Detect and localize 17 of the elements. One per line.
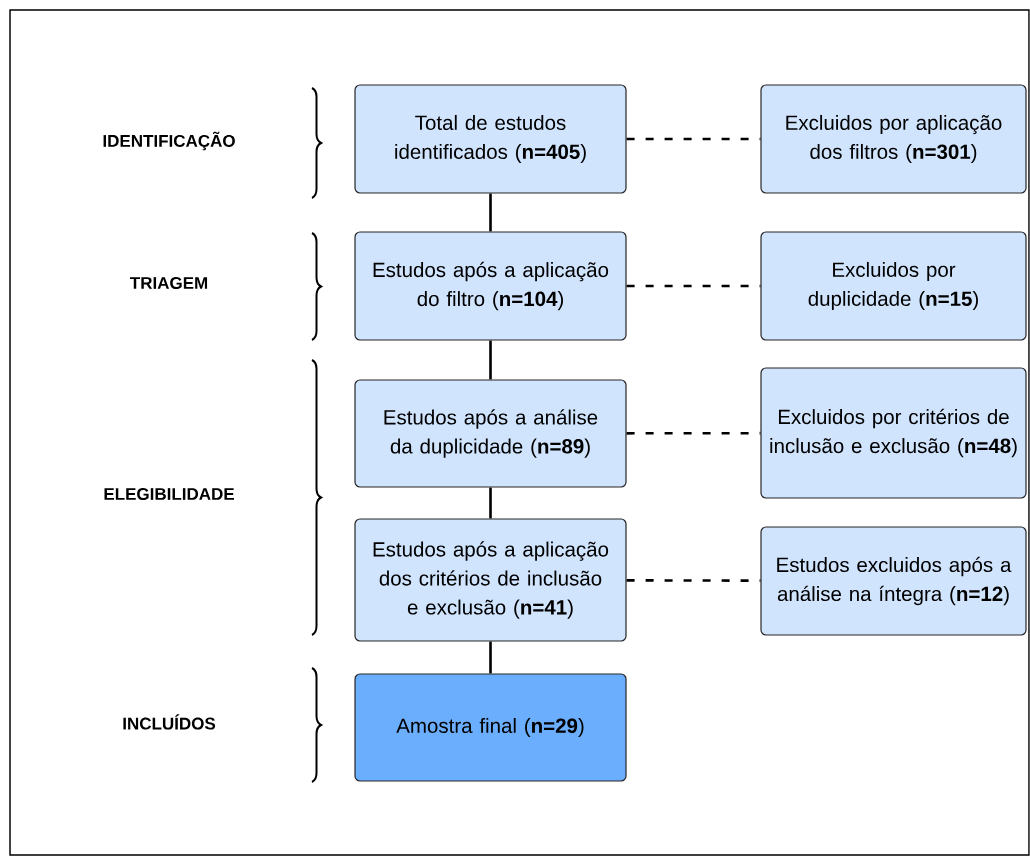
exclusion-box: Estudos excluidos após a análise na íntegra (n=12) bbox=[760, 526, 1027, 636]
stage-box: Estudos após a aplicação do filtro (n=104) bbox=[354, 231, 627, 341]
exclusion-box: Excluidos por aplicação dos filtros (n=301) bbox=[760, 84, 1027, 194]
exclusion-box: Excluidos por duplicidade (n=15) bbox=[760, 231, 1027, 341]
connector-line bbox=[489, 487, 492, 519]
stage-label: ELEGIBILIDADE bbox=[104, 488, 234, 500]
result-box: Amostra final (n=29) bbox=[354, 673, 627, 782]
connector-line bbox=[489, 340, 492, 380]
connector-line bbox=[489, 641, 492, 674]
stage-box: Total de estudos identificados (n=405) bbox=[354, 84, 627, 194]
stage-label: TRIAGEM bbox=[130, 277, 208, 289]
stage-label: INCLUÍDOS bbox=[123, 714, 216, 730]
connector-line bbox=[489, 193, 492, 232]
stage-label: IDENTIFICAÇÃO bbox=[103, 131, 235, 151]
stage-box: Estudos após a aplicação dos critérios de inclusão e exclusão (n=41) bbox=[354, 518, 627, 642]
exclusion-box: Excluidos por critérios de inclusão e exclusão (n=48) bbox=[760, 367, 1027, 499]
stage-box: Estudos após a análise da duplicidade (n=89) bbox=[354, 379, 627, 488]
